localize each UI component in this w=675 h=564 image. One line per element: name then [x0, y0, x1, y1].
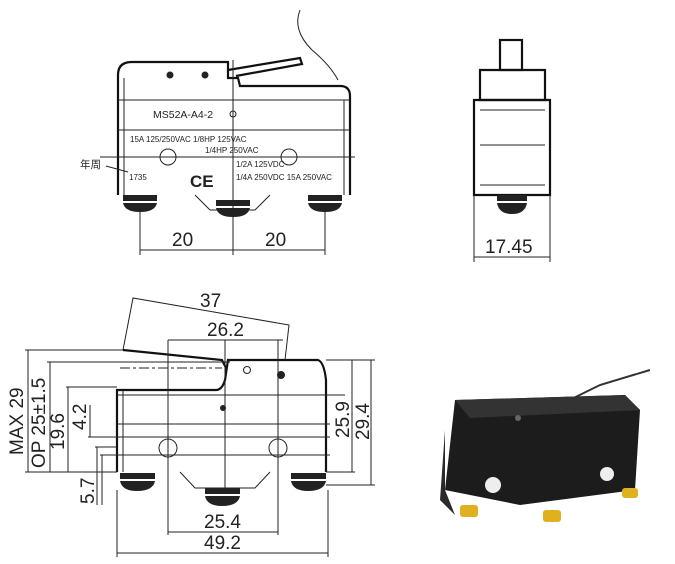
- dim-5-7: 5.7: [78, 478, 99, 504]
- dim-right: 20: [265, 230, 286, 251]
- date-code: 1735: [129, 173, 147, 182]
- terminal-screw: [308, 195, 342, 212]
- ce-mark: CE: [190, 172, 214, 191]
- terminal-screw: [216, 200, 250, 217]
- product-photo: [440, 369, 651, 522]
- dimensioned-view: 26.2 37 MAX 29 OP 25±1.5 19.6 4.2 5.7: [7, 291, 375, 557]
- dim-left: 20: [172, 230, 193, 251]
- side-view: 17.45: [472, 38, 552, 262]
- rating-line-4: 1/4A 250VDC 15A 250VAC: [236, 173, 332, 182]
- dim-body-length: 49.2: [204, 533, 241, 554]
- date-label: 年周: [80, 158, 101, 171]
- dim-29-4: 29.4: [353, 403, 374, 440]
- dim-max-height: MAX 29: [7, 387, 28, 455]
- dim-4-2: 4.2: [70, 404, 91, 430]
- model-number: MS52A-A4-2: [153, 109, 213, 121]
- dim-hole-spacing: 25.4: [204, 512, 241, 533]
- front-view: MS52A-A4-2 15A 125/250VAC 1/8HP 125VAC 1…: [80, 9, 355, 255]
- rating-line-3: 1/2A 125VDC: [236, 160, 285, 169]
- terminal-screw: [123, 195, 157, 212]
- rating-line-2: 1/4HP 250VAC: [205, 146, 259, 155]
- dim-operating-position: OP 25±1.5: [29, 378, 50, 468]
- dim-25-9: 25.9: [333, 401, 354, 438]
- dim-19-6: 19.6: [48, 413, 69, 450]
- dim-width: 17.45: [485, 237, 533, 258]
- rating-line-1: 15A 125/250VAC 1/8HP 125VAC: [130, 135, 247, 144]
- dim-lever-length: 37: [200, 291, 221, 312]
- dim-lever-to-pivot: 26.2: [207, 320, 244, 341]
